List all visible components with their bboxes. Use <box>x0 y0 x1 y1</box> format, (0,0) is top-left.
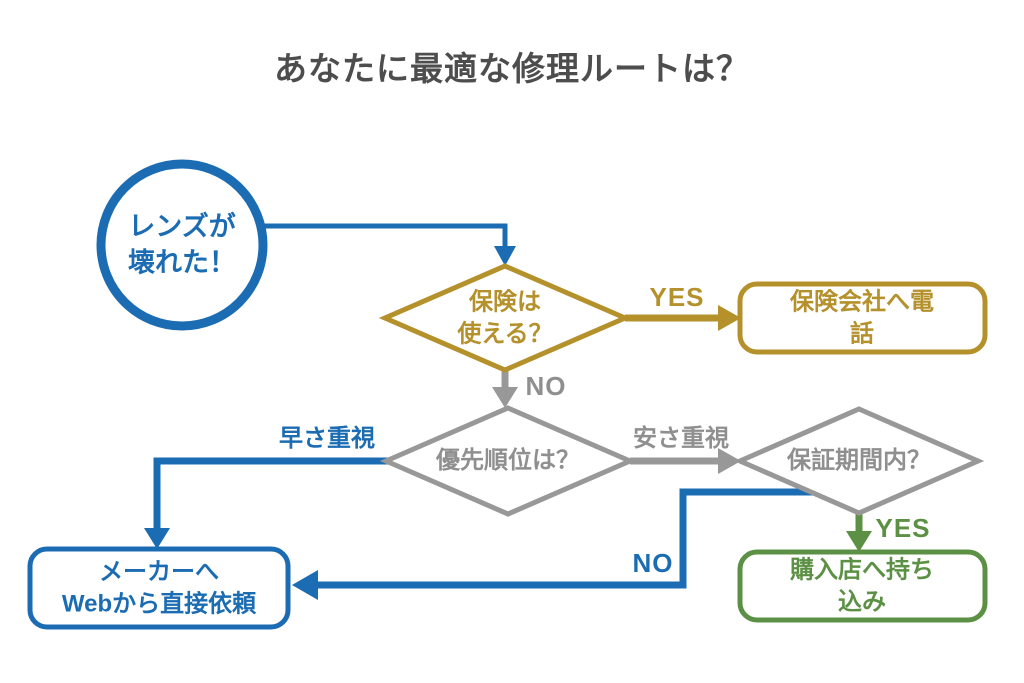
maker-result-label: メーカーへ Webから直接依頼 <box>61 558 257 617</box>
arrowhead-priority-cheap-icon <box>718 448 741 474</box>
priority-decision-label: 優先順位は？ <box>436 447 580 475</box>
arrowhead-start-icon <box>494 246 516 266</box>
purchase-result-label: 購入店へ持ち込み <box>790 556 934 615</box>
node-insurance-diamond <box>378 263 632 373</box>
node-warranty-diamond <box>733 406 985 516</box>
arrowhead-warranty-no-icon <box>292 570 318 600</box>
arrowhead-priority-speed-icon <box>144 528 170 549</box>
node-insurance-box <box>737 281 988 355</box>
insurance-no-label: NO <box>525 370 567 401</box>
insurance-decision-label: 保険は 使える？ <box>457 288 553 347</box>
insurance-result-label: 保険会社へ電話 <box>790 288 934 347</box>
node-purchase-box <box>737 549 988 623</box>
priority-cheap-label: 安さ重視 <box>633 425 729 453</box>
edge-warranty-no-line <box>316 488 814 589</box>
page-title: あなたに最適な修理ルートは？ <box>274 50 750 87</box>
arrowhead-insurance-yes-icon <box>718 305 741 331</box>
arrowhead-insurance-no-icon <box>492 387 518 408</box>
edge-start-line <box>258 223 508 247</box>
node-maker-box <box>27 546 291 630</box>
arrowhead-warranty-yes-icon <box>846 531 872 552</box>
warranty-yes-label: YES <box>875 512 931 543</box>
priority-speed-label: 早さ重視 <box>279 425 375 453</box>
warranty-no-label: NO <box>632 547 674 578</box>
warranty-decision-label: 保証期間内？ <box>787 447 931 475</box>
edge-priority-speed-line <box>153 457 388 530</box>
start-node-label: レンズが 壊れた！ <box>128 211 236 277</box>
node-start-circle <box>96 159 268 331</box>
insurance-yes-label: YES <box>649 281 705 312</box>
node-priority-diamond <box>379 405 637 517</box>
